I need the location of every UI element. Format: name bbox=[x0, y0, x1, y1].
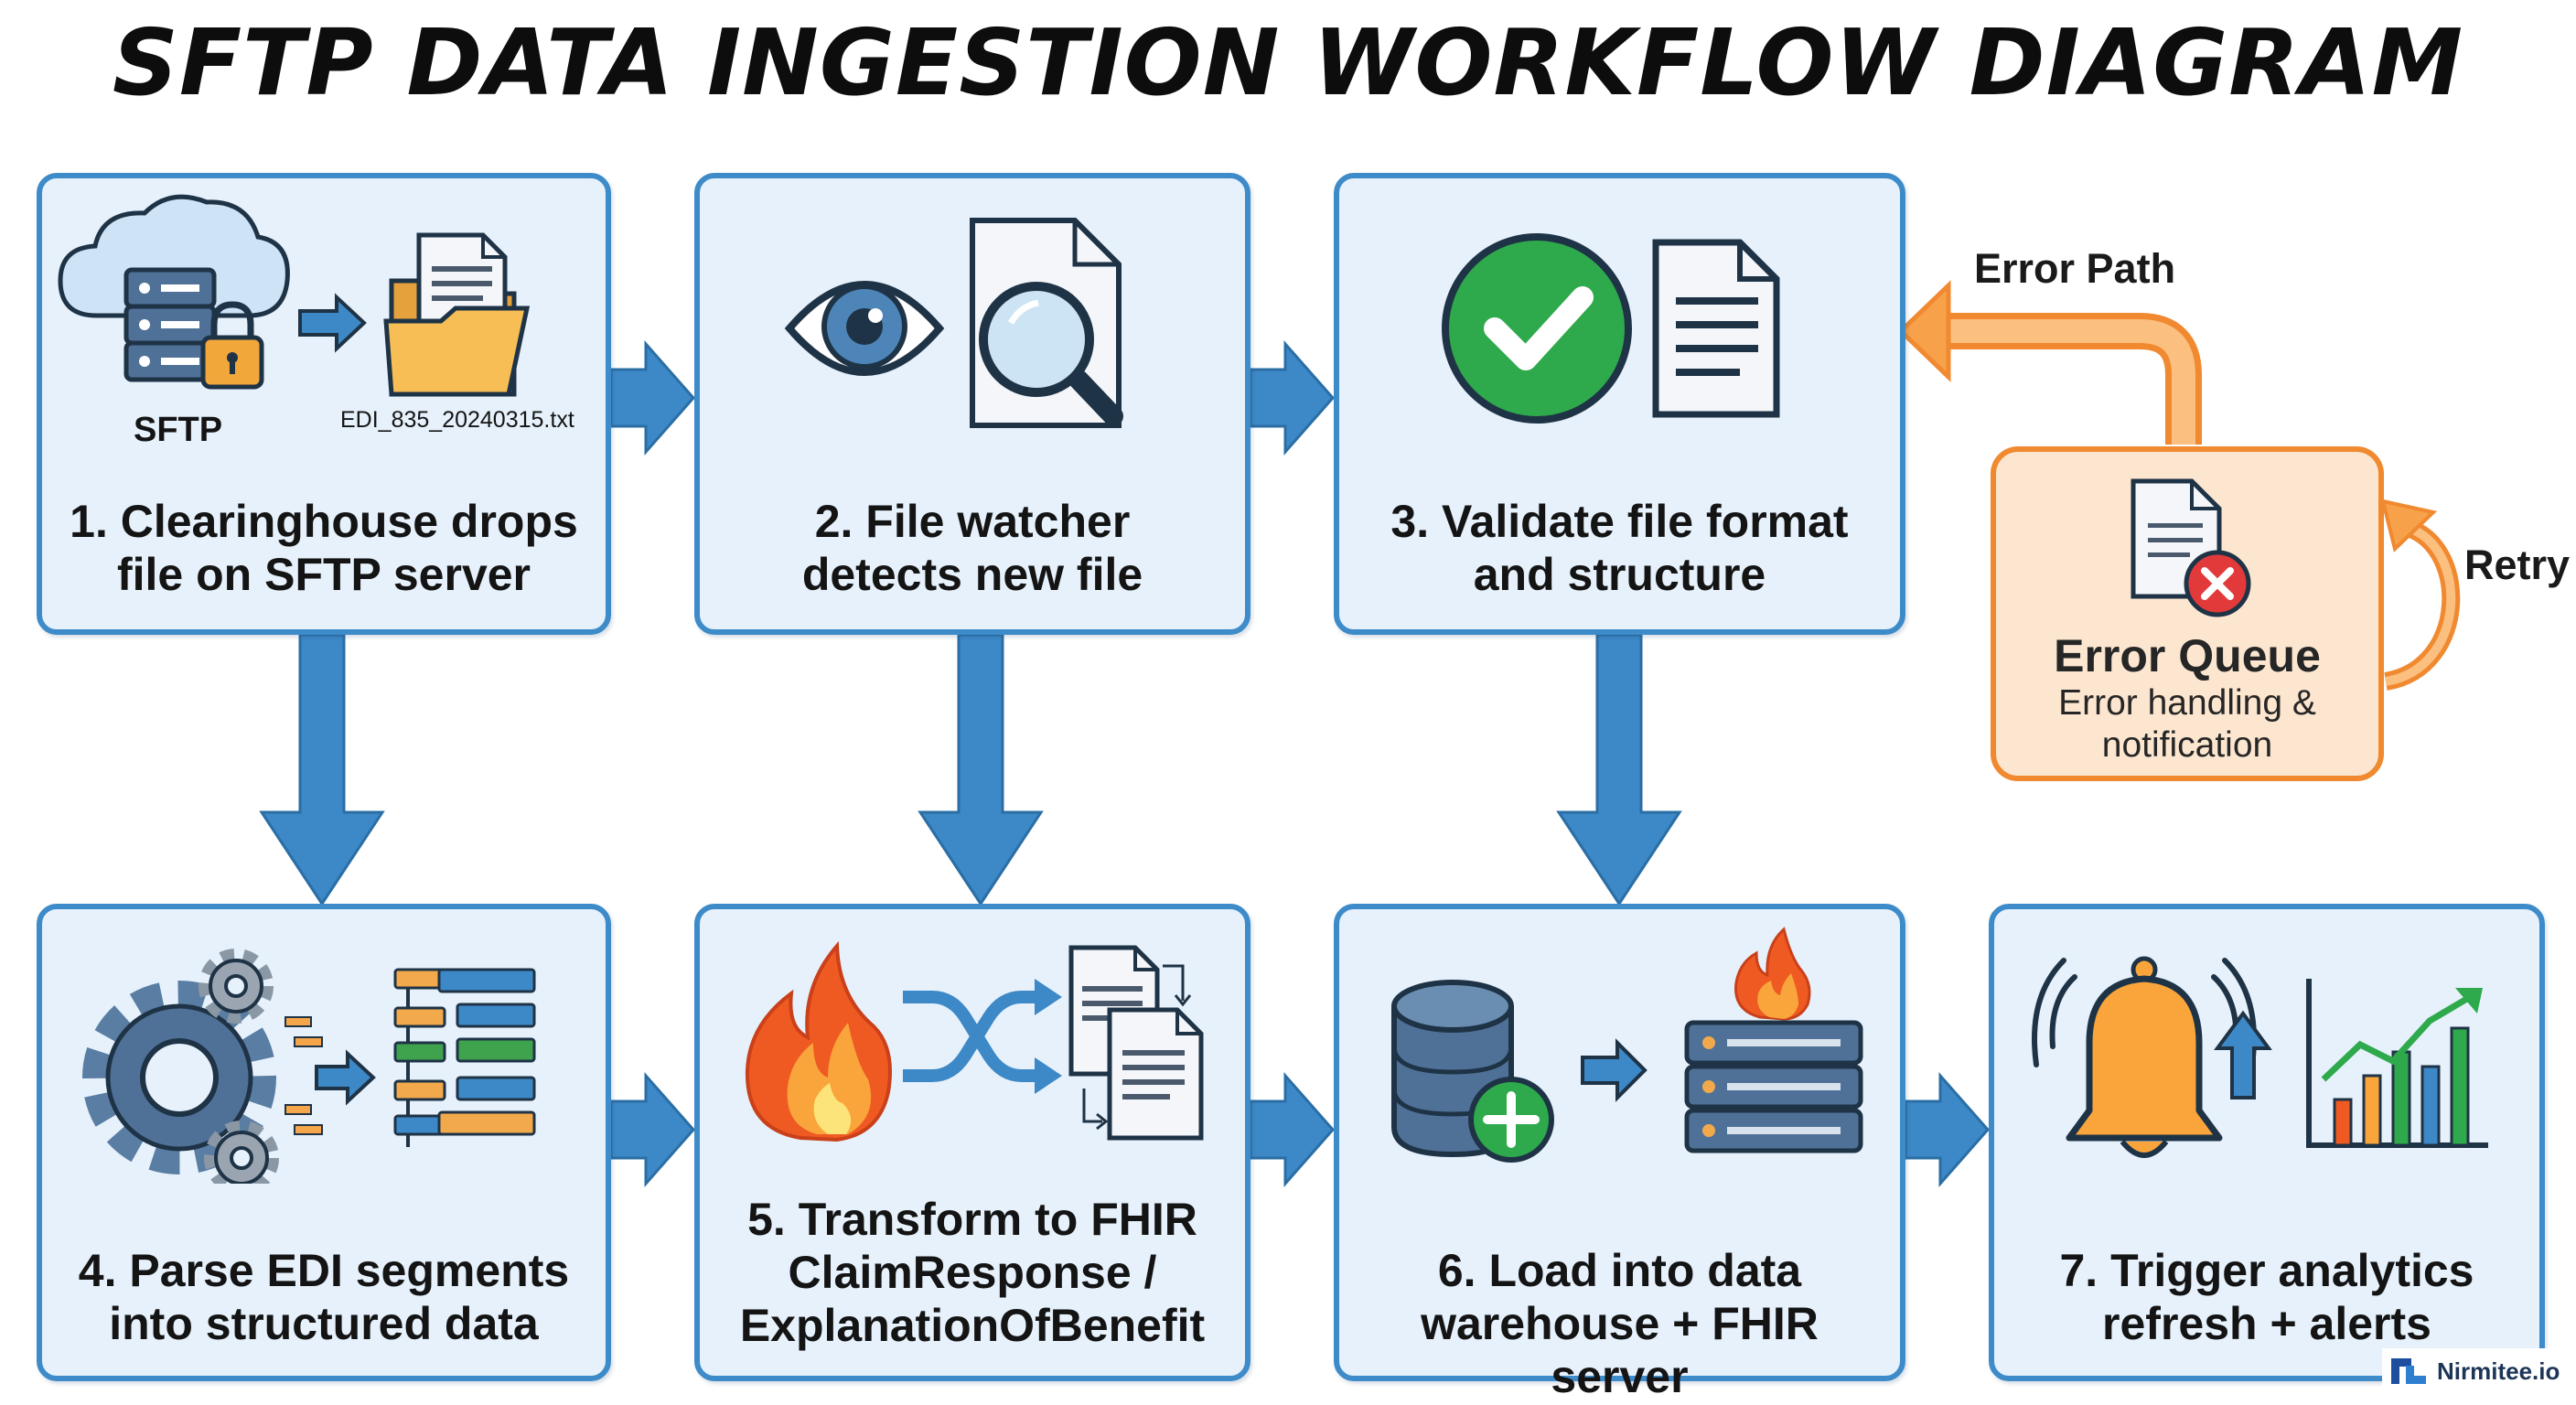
sftp-label: SFTP bbox=[134, 411, 223, 449]
error-queue-subtitle: Error handling & notification bbox=[2058, 683, 2316, 765]
arrow-1-to-2 bbox=[609, 340, 695, 456]
error-x-icon bbox=[2184, 550, 2251, 617]
arrow-2-to-3 bbox=[1249, 340, 1335, 456]
document-icon bbox=[1652, 239, 1780, 418]
retry-label: Retry bbox=[2464, 542, 2571, 588]
error-path-arrow bbox=[1897, 280, 2202, 445]
step-7-caption: 7. Trigger analytics refresh + alerts bbox=[2059, 1245, 2474, 1349]
bell-icon bbox=[2032, 956, 2257, 1158]
step-2-box: 2. File watcher detects new file bbox=[694, 173, 1250, 635]
brand-name: Nirmitee.io bbox=[2437, 1357, 2560, 1385]
arrow-2-to-5 bbox=[918, 633, 1044, 906]
step-1-box: SFTP EDI_835_20240315.txt 1. Clearinghou… bbox=[37, 173, 611, 635]
brand-logo: Nirmitee.io bbox=[2382, 1348, 2568, 1394]
step-3-box: 3. Validate file format and structure bbox=[1334, 173, 1905, 635]
step-6-caption: 6. Load into data warehouse + FHIR serve… bbox=[1421, 1245, 1819, 1402]
arrow-6-to-7 bbox=[1904, 1072, 1990, 1187]
shuffle-icon bbox=[903, 979, 1062, 1094]
check-circle-icon bbox=[1442, 233, 1632, 424]
eye-icon bbox=[784, 281, 945, 376]
step-4-caption: 4. Parse EDI segments into structured da… bbox=[78, 1245, 570, 1349]
step-5-box: 5. Transform to FHIR ClaimResponse / Exp… bbox=[694, 904, 1250, 1381]
step-4-box: 4. Parse EDI segments into structured da… bbox=[37, 904, 611, 1381]
step-3-caption: 3. Validate file format and structure bbox=[1390, 496, 1849, 600]
cloud-server-icon bbox=[58, 194, 290, 382]
arrow-4-to-5 bbox=[609, 1072, 695, 1187]
magnifier-icon bbox=[979, 282, 1123, 426]
step-7-box: 7. Trigger analytics refresh + alerts bbox=[1989, 904, 2545, 1381]
gears-icon bbox=[82, 949, 279, 1184]
document-icon bbox=[383, 232, 531, 397]
arrow-right-icon bbox=[284, 1016, 376, 1135]
bar-chart-icon bbox=[2306, 979, 2488, 1148]
documents-icon bbox=[1068, 945, 1204, 1141]
arrow-3-to-6 bbox=[1556, 633, 1682, 906]
step-1-caption: 1. Clearinghouse drops file on SFTP serv… bbox=[70, 496, 578, 600]
nirmitee-logo-icon bbox=[2391, 1358, 2426, 1384]
arrow-1-to-4 bbox=[259, 633, 385, 906]
error-queue-title: Error Queue bbox=[2054, 630, 2321, 681]
edi-filename-label: EDI_835_20240315.txt bbox=[340, 407, 574, 433]
server-icon bbox=[1684, 1020, 1863, 1153]
tree-structure-icon bbox=[393, 968, 536, 1147]
retry-loop-arrow bbox=[2380, 499, 2461, 691]
arrow-5-to-6 bbox=[1249, 1072, 1335, 1187]
step-2-caption: 2. File watcher detects new file bbox=[801, 496, 1143, 600]
plus-icon bbox=[1468, 1077, 1554, 1163]
error-queue-box: Error Queue Error handling & notificatio… bbox=[1991, 446, 2384, 781]
arrow-right-icon bbox=[298, 293, 367, 353]
diagram-title: SFTP DATA INGESTION WORKFLOW DIAGRAM bbox=[112, 9, 2464, 116]
step-6-box: 6. Load into data warehouse + FHIR serve… bbox=[1334, 904, 1905, 1402]
lock-icon bbox=[200, 301, 264, 390]
arrow-up-icon bbox=[2214, 1010, 2272, 1099]
fire-icon bbox=[745, 940, 892, 1142]
step-5-caption: 5. Transform to FHIR ClaimResponse / Exp… bbox=[739, 1194, 1206, 1351]
fire-icon bbox=[1734, 927, 1811, 1021]
error-path-label: Error Path bbox=[1974, 245, 2176, 292]
arrow-right-icon bbox=[1581, 1038, 1648, 1102]
